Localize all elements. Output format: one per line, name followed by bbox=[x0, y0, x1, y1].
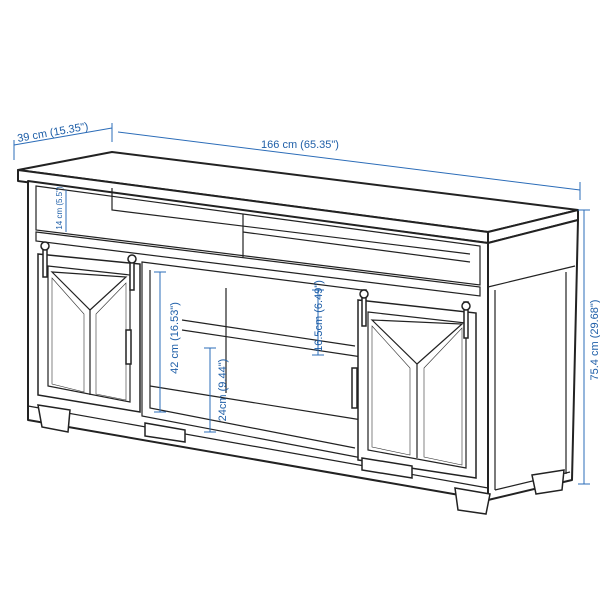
hanger-wheel bbox=[40, 241, 50, 251]
hanger-wheel bbox=[461, 301, 471, 311]
top-opening-back bbox=[111, 188, 471, 255]
foot-front-left bbox=[37, 404, 71, 433]
slide-rail bbox=[35, 231, 481, 297]
foot-middle-right bbox=[361, 457, 413, 479]
right-door bbox=[351, 299, 477, 479]
width-label: 166 cm (65.35") bbox=[261, 139, 339, 151]
top-opening-back-shelf bbox=[242, 231, 471, 263]
shelf-upper-front bbox=[181, 329, 363, 358]
middle-back bbox=[149, 270, 356, 449]
right-side-panel bbox=[487, 219, 579, 501]
width-dim-line bbox=[117, 131, 581, 191]
hanger-wheel bbox=[359, 289, 369, 299]
middle-height-label: 42 cm (16.53") bbox=[169, 302, 181, 374]
left-door-mesh-left bbox=[51, 277, 85, 393]
foot-front-right bbox=[454, 487, 491, 515]
cabinet-body bbox=[17, 151, 579, 515]
lower-shelf-label: 24cm (9.44") bbox=[217, 359, 229, 422]
shelf-lower-front bbox=[149, 385, 363, 421]
right-door-mesh-left bbox=[371, 325, 411, 456]
top-opening bbox=[35, 185, 481, 286]
left-door-inner bbox=[47, 265, 131, 403]
dimension-lines bbox=[13, 123, 590, 485]
upper-shelf-label: 16.5cm (6.49") bbox=[313, 280, 325, 352]
depth-label: 39 cm (15.35") bbox=[16, 121, 89, 145]
right-door-y-brace bbox=[370, 319, 464, 365]
left-door bbox=[37, 253, 141, 413]
hanger-wheel bbox=[127, 254, 137, 264]
top-opening-label: 14 cm (5.5") bbox=[55, 186, 64, 230]
foot-middle bbox=[144, 422, 186, 443]
left-door-hangers bbox=[40, 241, 137, 291]
shelf-upper-back bbox=[181, 319, 356, 347]
side-frame-top bbox=[487, 265, 576, 288]
left-door-mesh-right bbox=[95, 282, 127, 401]
left-door-handle[interactable] bbox=[125, 329, 132, 365]
depth-dim-line bbox=[13, 127, 113, 146]
height-label: 75.4 cm (29.68") bbox=[589, 300, 600, 381]
right-door-inner bbox=[367, 311, 467, 469]
left-door-frame bbox=[37, 253, 141, 413]
right-door-mesh-right bbox=[423, 327, 463, 466]
right-door-handle[interactable] bbox=[351, 367, 358, 409]
left-door-y-brace bbox=[50, 271, 128, 311]
right-door-hangers bbox=[359, 289, 471, 339]
foot-back-right bbox=[531, 469, 565, 495]
